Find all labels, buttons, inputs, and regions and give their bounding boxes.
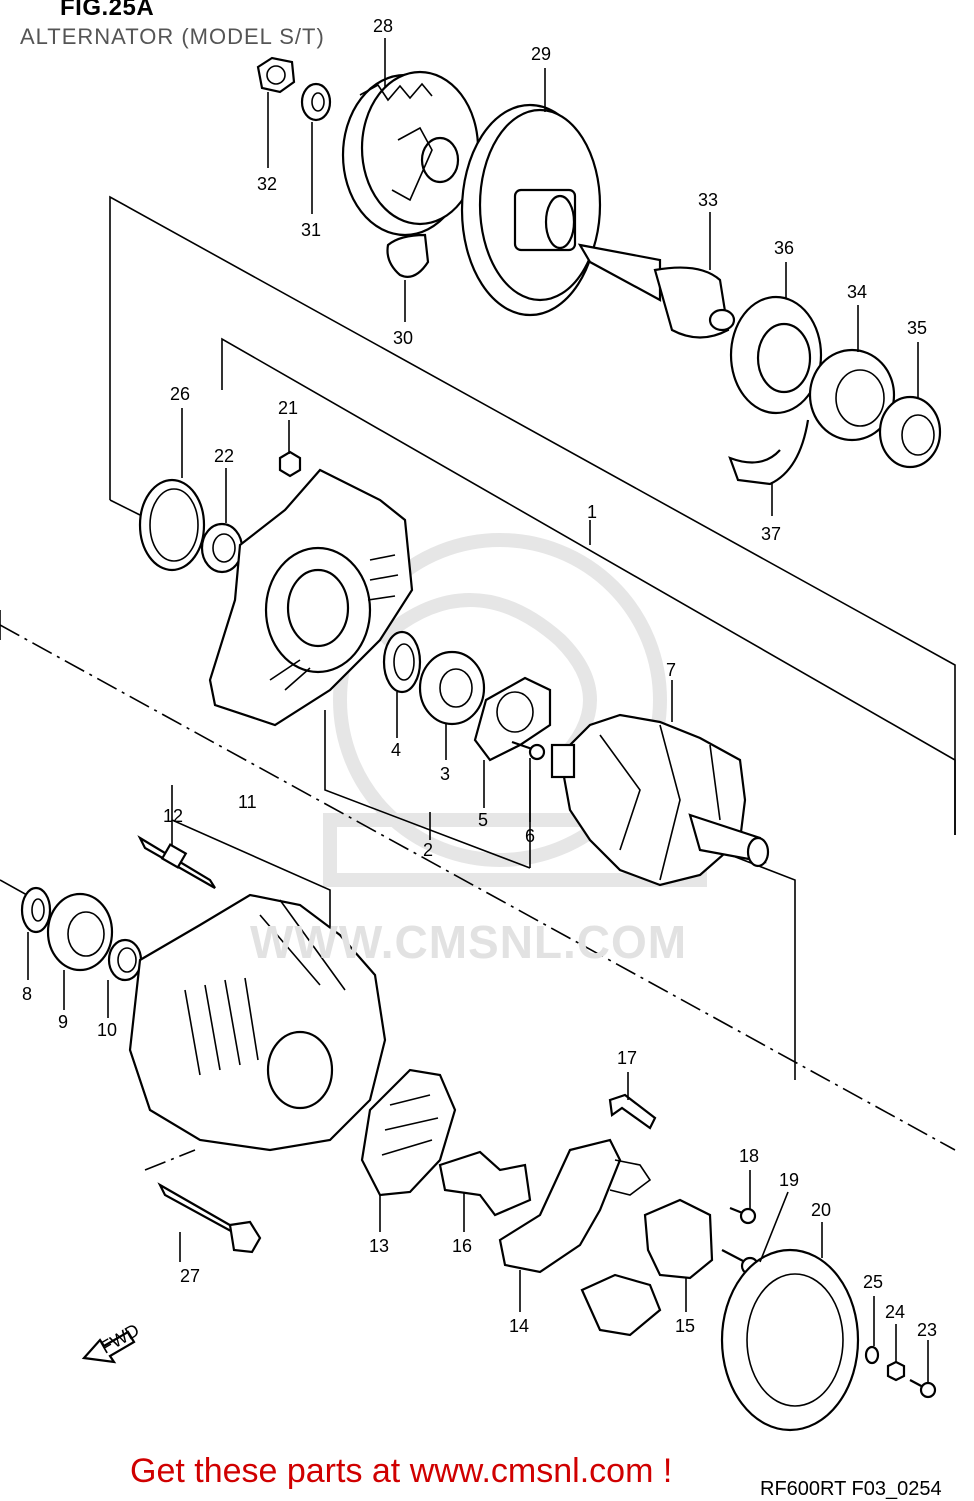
part-35-seal	[878, 395, 942, 469]
footer-link[interactable]: Get these parts at www.cmsnl.com !	[130, 1452, 673, 1490]
part-18-screw	[729, 1206, 757, 1225]
callout-11: 11	[238, 792, 257, 812]
callout-21: 21	[278, 398, 298, 418]
part-25-washer	[864, 1345, 880, 1365]
part-37-circlip	[728, 419, 810, 486]
part-3-bearing	[418, 650, 486, 726]
figure-subtitle: ALTERNATOR (MODEL S/T)	[20, 24, 325, 49]
callout-27: 27	[180, 1266, 200, 1286]
callout-36: 36	[774, 238, 794, 258]
part-29-gear-plate	[460, 103, 602, 317]
part-26-o-ring	[138, 478, 206, 572]
callout-12: 12	[163, 806, 183, 826]
callout-8: 8	[22, 984, 32, 1004]
callout-20: 20	[811, 1200, 831, 1220]
part-1-front-housing	[208, 468, 414, 727]
part-7-rotor	[550, 713, 770, 887]
callout-15: 15	[675, 1316, 695, 1336]
part-30-damper	[386, 233, 430, 278]
callout-22: 22	[214, 446, 234, 466]
part-5-bearing-retainer	[473, 676, 552, 762]
callout-3: 3	[440, 764, 450, 784]
callout-32: 32	[257, 174, 277, 194]
callout-23: 23	[917, 1320, 937, 1340]
callout-2: 2	[423, 840, 433, 860]
callout-35: 35	[907, 318, 927, 338]
callout-33: 33	[698, 190, 718, 210]
callout-17: 17	[617, 1048, 637, 1068]
callout-5: 5	[478, 810, 488, 830]
part-32-nut	[256, 56, 296, 94]
callout-labels: 1 2 3 4 5 6 7 8 9 10 11 12 13 14 15 16 1…	[22, 16, 937, 1340]
callout-31: 31	[301, 220, 321, 240]
assembly-boundary-lines	[0, 195, 956, 1171]
callout-28: 28	[373, 16, 393, 36]
part-15-brush-holder	[643, 1198, 714, 1280]
part-31-washer	[300, 82, 332, 122]
callout-6: 6	[525, 826, 535, 846]
callout-18: 18	[739, 1146, 759, 1166]
callout-16: 16	[452, 1236, 472, 1256]
callout-19: 19	[779, 1170, 799, 1190]
part-4-spacer	[382, 630, 422, 694]
callout-14: 14	[509, 1316, 529, 1336]
part-12-stud	[137, 835, 216, 889]
fwd-label: FWD	[97, 1320, 142, 1358]
callout-29: 29	[531, 44, 551, 64]
part-17-lead-wire	[608, 1093, 657, 1130]
callout-1: 1	[587, 502, 597, 522]
callout-10: 10	[97, 1020, 117, 1040]
part-36-bearing	[729, 295, 823, 415]
part-8-washer	[20, 886, 52, 934]
figure-title: FIG.25A	[60, 0, 155, 21]
part-13-stator	[360, 1068, 457, 1197]
callout-13: 13	[369, 1236, 389, 1256]
callout-4: 4	[391, 740, 401, 760]
part-33-drive-shaft	[577, 243, 736, 339]
part-9-bearing	[46, 892, 114, 972]
leader-lines	[27, 38, 929, 1382]
callout-37: 37	[761, 524, 781, 544]
part-27-through-bolt	[157, 1182, 262, 1254]
part-22-oil-seal	[200, 522, 244, 574]
part-14-rectifier	[498, 1138, 662, 1337]
diagram-code: RF600RT F03_0254	[760, 1478, 942, 1500]
part-20-rear-cover	[720, 1248, 860, 1432]
callout-30: 30	[393, 328, 413, 348]
part-11-rear-housing	[128, 893, 387, 1152]
watermark-url: WWW.CMSNL.COM	[250, 916, 688, 968]
callout-7: 7	[666, 660, 676, 680]
part-23-screw	[909, 1379, 937, 1399]
part-24-nut	[886, 1360, 906, 1382]
callout-34: 34	[847, 282, 867, 302]
forward-arrow-icon: FWD	[81, 1320, 143, 1364]
part-10-ring	[107, 938, 143, 982]
part-21-nut	[278, 450, 302, 478]
callout-9: 9	[58, 1012, 68, 1032]
part-34-bushing	[808, 348, 896, 442]
part-6-screw	[511, 740, 546, 761]
part-28-clutch-housing	[341, 70, 480, 237]
callout-25: 25	[863, 1272, 883, 1292]
callout-24: 24	[885, 1302, 905, 1322]
part-16-terminal	[438, 1150, 532, 1217]
callout-26: 26	[170, 384, 190, 404]
